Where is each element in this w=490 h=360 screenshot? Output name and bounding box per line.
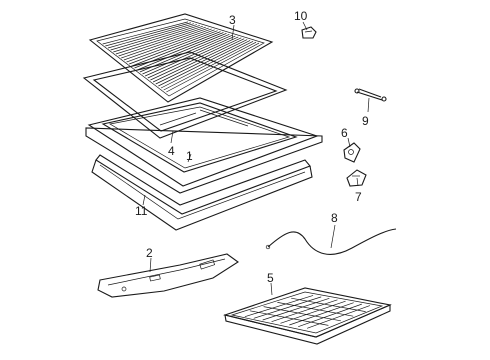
tray-grid (244, 295, 371, 329)
hatch-line (129, 30, 218, 65)
hatch-line (118, 26, 206, 57)
hatch-line (262, 298, 330, 321)
hatch-line (298, 303, 362, 327)
hatch-line (110, 24, 197, 51)
hatch-line (142, 34, 233, 75)
hatch-line (253, 296, 322, 319)
hatch-line (263, 306, 341, 322)
hatch-line (152, 38, 245, 83)
callout-2: 2 (146, 246, 153, 260)
hatch-line (123, 28, 212, 61)
hatch-line (144, 35, 236, 77)
hatch-line (105, 22, 192, 47)
callout-11: 11 (135, 204, 148, 218)
callout-3: 3 (229, 13, 236, 27)
leader-lines (142, 21, 370, 296)
callout-10: 10 (294, 9, 308, 23)
hatch-line (249, 310, 329, 326)
callout-7: 7 (355, 190, 362, 204)
cable-part (265, 228, 397, 255)
hatch-line (147, 36, 239, 79)
hatch-line (150, 37, 242, 81)
rod-part (354, 88, 387, 102)
callout-1: 1 (186, 149, 193, 163)
hatch-line (277, 302, 354, 317)
callout-8: 8 (331, 211, 338, 225)
clip-part (301, 26, 317, 39)
hatch-line (271, 299, 338, 322)
hatch-line (280, 300, 346, 324)
hatch-line (115, 25, 203, 55)
seal-ring-part (82, 51, 288, 139)
sunroof-frame-part (85, 97, 323, 194)
hatch-line (244, 295, 314, 318)
hatch-line (291, 297, 366, 312)
hatch-line (289, 302, 354, 326)
hatch-line (113, 25, 200, 53)
callout-4: 4 (168, 144, 175, 158)
hatch-line (131, 31, 221, 67)
drain-tray-part (91, 154, 313, 231)
callout-labels: 1 2 3 4 5 6 7 8 9 10 11 (135, 9, 369, 285)
hatch-line (102, 21, 189, 45)
latch-part (346, 169, 367, 187)
callout-6: 6 (341, 126, 348, 140)
hatch-line (121, 27, 209, 59)
hatch-line (126, 29, 215, 63)
hatch-line (155, 39, 248, 85)
bracket-part (343, 142, 361, 163)
callout-5: 5 (267, 271, 274, 285)
glass-panel-part (88, 13, 274, 103)
hatch-line (107, 23, 194, 49)
tray-part (223, 287, 392, 345)
callout-9: 9 (362, 114, 369, 128)
hatch-line (306, 305, 371, 329)
trim-panel-part (97, 253, 239, 298)
hatch-line (137, 33, 227, 71)
glass-panel-stripes (102, 21, 260, 93)
hatch-line (166, 42, 260, 93)
